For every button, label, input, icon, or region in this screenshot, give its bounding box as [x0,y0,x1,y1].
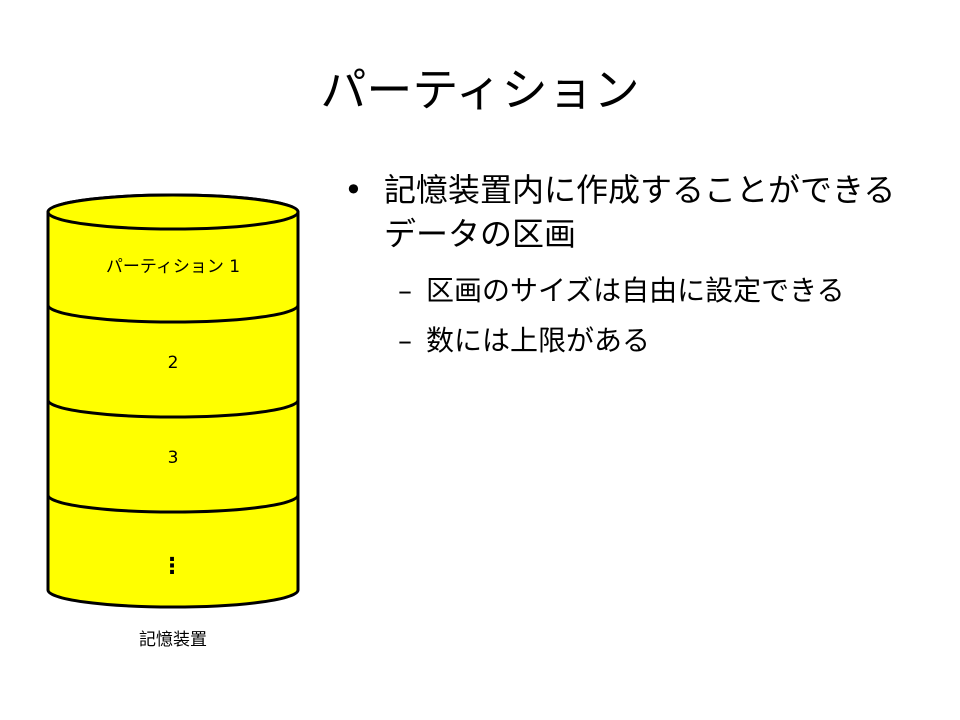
partition-label-3: 3 [168,448,179,468]
bullet-item: • 記憶装置内に作成することができるデータの区画 [340,168,900,256]
sub-bullet-text: 区画のサイズは自由に設定できる [426,274,845,307]
partition-label-more: ⋮ [161,554,183,579]
sub-bullet-dash: – [398,274,412,307]
partition-divider-2 [46,399,300,419]
diagram-caption: 記憶装置 [139,630,207,650]
bullet-dot: • [344,171,363,209]
partition-divider-3 [46,494,300,514]
sub-bullet-item: – 数には上限がある [398,322,900,360]
cylinder-top [46,193,300,231]
slide-title: パーティション [320,63,640,117]
sub-bullet-item: – 区画のサイズは自由に設定できる [398,272,900,310]
sub-bullet-dash: – [398,324,412,357]
partition-label-2: 2 [168,353,179,373]
sub-bullet-text: 数には上限がある [426,324,651,357]
bullet-text: 記憶装置内に作成することができるデータの区画 [384,171,896,253]
partition-label-1: パーティション 1 [106,257,240,277]
bullet-list: • 記憶装置内に作成することができるデータの区画 – 区画のサイズは自由に設定で… [340,168,900,360]
partition-divider-1 [46,304,300,324]
